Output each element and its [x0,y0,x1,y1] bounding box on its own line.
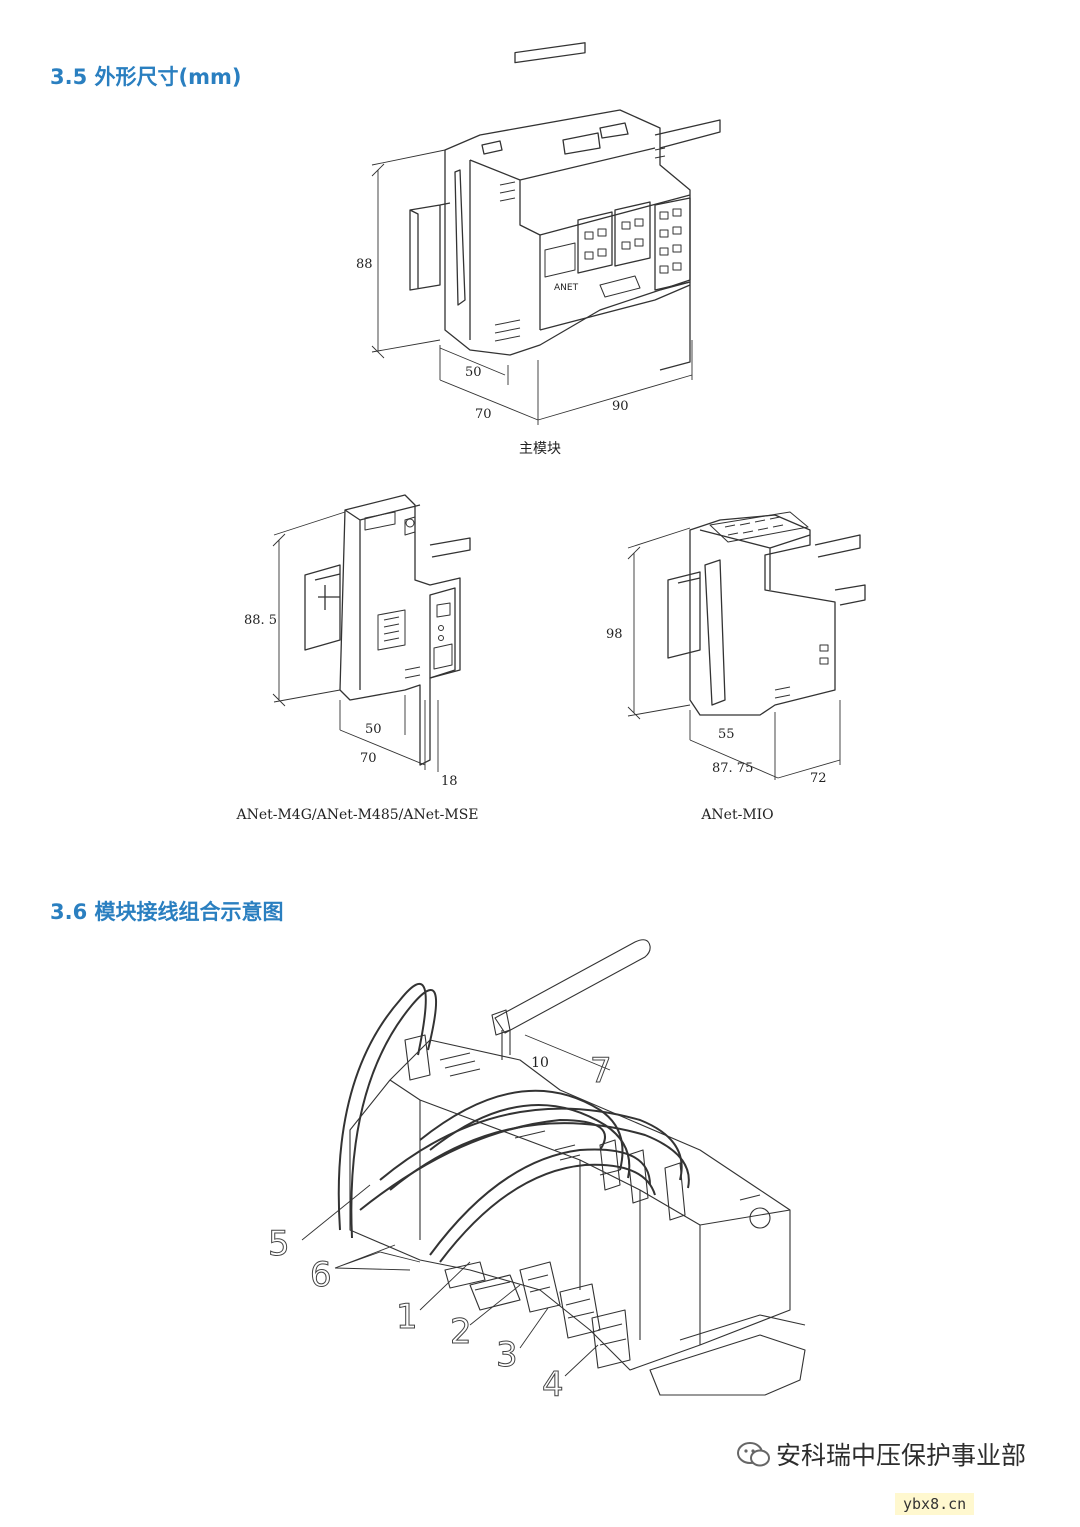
combination-drawing [301,939,806,1396]
m4g-dim-width: 50 [365,722,382,737]
mio-dim-height: 98 [606,627,623,642]
watermark-account: 安科瑞中压保护事业部 [776,1441,1027,1470]
callout-7: 7 [590,1051,612,1091]
section-3-6-heading: 3.6 模块接线组合示意图 [50,900,284,924]
mio-module-caption: ANet-MIO [701,807,774,823]
mio-dim-width: 55 [718,727,735,742]
m4g-dim-height: 88. 5 [244,613,277,628]
callout-5: 5 [268,1224,290,1264]
callout-2: 2 [450,1312,472,1352]
main-dim-length: 90 [612,399,629,414]
m4g-dim-thickness: 18 [441,774,458,789]
main-dim-width: 50 [465,365,482,380]
main-dim-height: 88 [356,257,373,272]
m4g-dim-depth: 70 [360,751,377,766]
main-module-drawing [371,42,721,425]
m4g-module-caption: ANet-M4G/ANet-M485/ANet-MSE [236,807,479,823]
section-3-5-heading: 3.5 外形尺寸(mm) [50,65,242,89]
mio-dim-thickness: 72 [810,771,827,786]
main-brand-label: ANET [554,283,579,293]
main-module-caption: 主模块 [519,441,561,457]
m4g-module-drawing [272,494,471,772]
callout-6: 6 [310,1255,332,1295]
callout-1: 1 [396,1297,418,1337]
mio-dim-depth: 87. 75 [712,761,753,776]
page-number: 10 [531,1055,549,1071]
callout-3: 3 [496,1335,518,1375]
main-dim-depth: 70 [475,407,492,422]
watermark-site: ybx8.cn [895,1493,975,1515]
wechat-icon [737,1442,770,1467]
callout-4: 4 [542,1365,564,1405]
mio-module-drawing [627,511,866,780]
